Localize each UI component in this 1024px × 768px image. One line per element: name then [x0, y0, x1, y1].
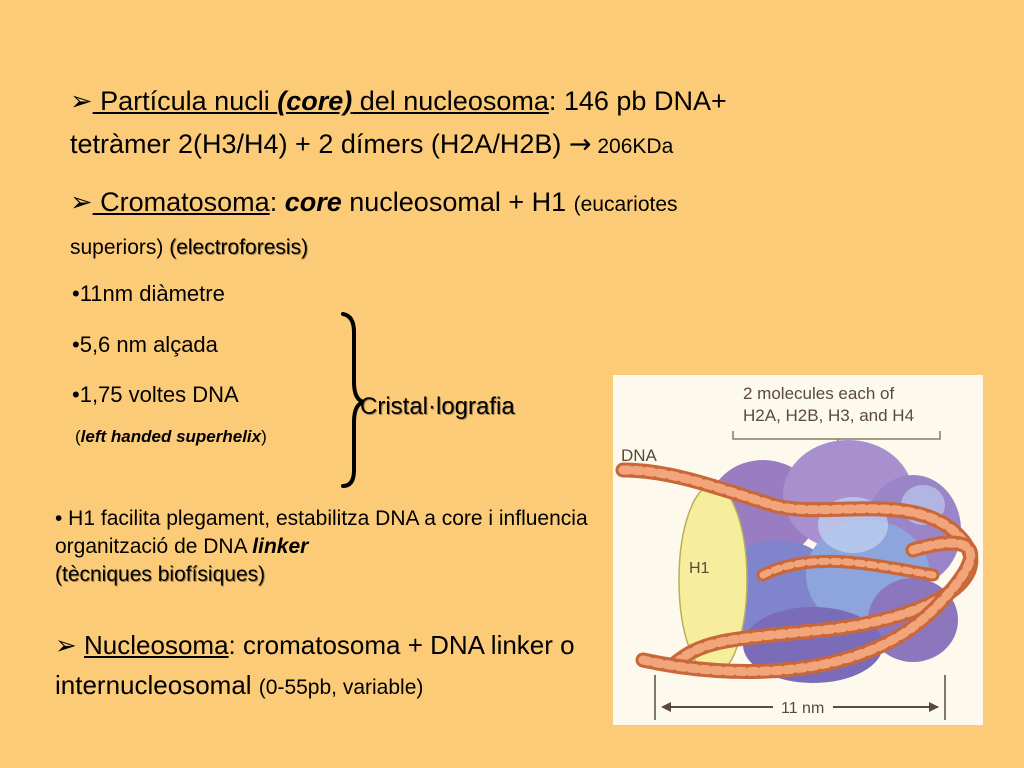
core-emphasis: (core) [277, 86, 353, 116]
scale-label: 11 nm [781, 700, 824, 717]
tetramer-text: tetràmer 2(H3/H4) + 2 dímers (H2A/H2B) [70, 129, 569, 159]
h1-label: H1 [689, 560, 710, 577]
electrophoresis-note: (electroforesis) [169, 236, 309, 259]
figure-caption-line1: 2 molecules each of [743, 384, 894, 403]
core-emphasis: core [284, 187, 342, 217]
chromatosome-term: Cromatosoma [92, 187, 270, 217]
arrow-bullet-icon: ➢ [70, 86, 93, 116]
dna-rope [615, 462, 979, 679]
left-handed-note: (left handed superhelix) [75, 427, 267, 446]
right-arrow-icon: → [568, 129, 592, 160]
dna-label: DNA [621, 446, 658, 465]
arrow-bullet-icon: ➢ [70, 187, 93, 217]
bullet-height: •5,6 nm alçada [72, 332, 218, 357]
arrow-bullet-icon: ➢ [55, 630, 85, 660]
caption-bracket [732, 431, 941, 440]
crystallography-label: Cristal·lografia [360, 393, 515, 420]
core-particle-term: Partícula nucli (core) del nucleosoma [92, 86, 549, 116]
nucleosome-term: Nucleosoma [84, 630, 229, 660]
figure-caption-line2: H2A, H2B, H3, and H4 [743, 406, 914, 425]
kda-value: 206KDa [591, 135, 674, 158]
bullet-dna-turns: •1,75 voltes DNA [72, 382, 239, 407]
paragraph-core-particle: ➢ Partícula nucli (core) del nucleosoma:… [70, 86, 727, 160]
nucleosome-figure: 2 molecules each of H2A, H2B, H3, and H4… [613, 375, 983, 725]
bullet-diameter: •11nm diàmetre [72, 281, 225, 306]
paragraph-h1-function: • H1 facilita plegament, estabilitza DNA… [55, 507, 588, 586]
linker-emphasis: linker [252, 535, 309, 558]
linker-length-range: (0-55pb, variable) [258, 676, 424, 699]
curly-brace [341, 312, 365, 488]
paragraph-nucleosome: ➢ Nucleosoma: cromatosoma + DNA linker o… [55, 630, 575, 700]
biophysical-techniques-note: (tècniques biofísiques) [55, 563, 266, 586]
paragraph-chromatosome: ➢ Cromatosoma: core nucleosomal + H1 (eu… [70, 187, 678, 259]
